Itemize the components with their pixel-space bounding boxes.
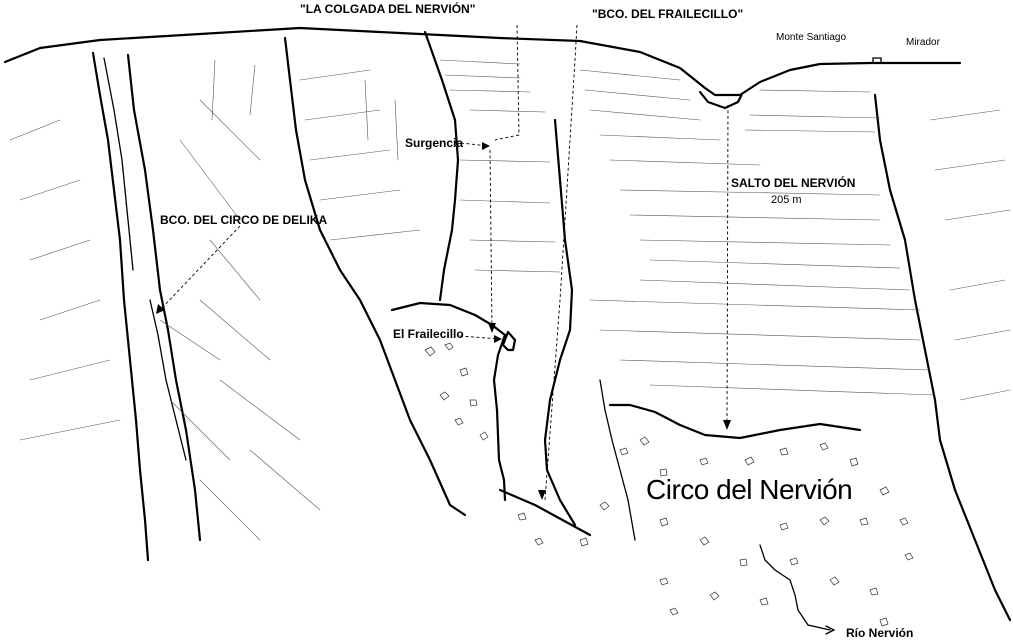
delika-left-wall-2 [103, 57, 134, 271]
river-line [759, 544, 831, 631]
mirador-marker [872, 57, 882, 64]
label-salto-height: 205 m [771, 194, 802, 206]
colgada-ridge [423, 30, 460, 302]
river-arrow-head [825, 625, 836, 635]
label-salto-del-nervion: SALTO DEL NERVIÓN [731, 176, 856, 190]
label-colgada-del-nervion: "LA COLGADA DEL NERVIÓN" [300, 2, 476, 16]
plateau-skyline [3, 26, 962, 97]
label-el-frailecillo: El Frailecillo [393, 327, 464, 341]
strata-texture [9, 59, 1011, 541]
leader-lines [159, 24, 729, 501]
salto-lip [698, 90, 744, 110]
scree-rocks [424, 342, 914, 627]
delika-channel [149, 299, 187, 461]
label-bco-circo-delika: BCO. DEL CIRCO DE DELIKA [160, 213, 328, 227]
frailecillo-gorge-left [390, 301, 507, 502]
label-circo-del-nervion: Circo del Nervión [646, 474, 853, 505]
leader-arrowheads [156, 142, 731, 500]
label-bco-del-frailecillo: "BCO. DEL FRAILECILLO" [592, 7, 744, 21]
label-surgencia: Surgencia [405, 136, 464, 150]
delika-left-wall [91, 51, 150, 562]
gorge-base-line [498, 488, 592, 537]
circo-left-wall [599, 379, 636, 541]
label-mirador: Mirador [906, 37, 940, 48]
label-monte-santiago: Monte Santiago [776, 32, 847, 43]
circo-rim [608, 403, 862, 440]
frailecillo-gorge-right [543, 118, 577, 527]
label-rio-nervion: Río Nervión [846, 626, 914, 640]
right-wall [873, 93, 1012, 622]
el-frailecillo-spire [501, 330, 517, 352]
central-left-ridge [283, 36, 467, 517]
